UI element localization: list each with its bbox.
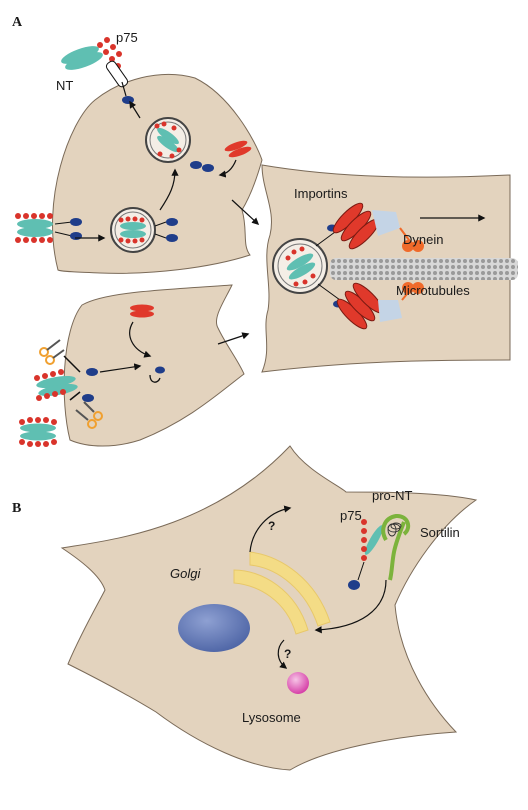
panel-label-b: B <box>12 501 21 516</box>
dynein-motor-top <box>372 210 424 252</box>
question-mark-bottom: ? <box>284 647 291 661</box>
label-pro-nt: pro-NT <box>372 488 413 503</box>
signaling-endosome-axon <box>272 224 343 308</box>
dynein-motor-bottom <box>378 282 424 322</box>
arrow-golgi-to-membrane <box>249 505 292 553</box>
nucleus <box>178 604 250 652</box>
label-sortilin: Sortilin <box>420 525 460 540</box>
label-golgi: Golgi <box>170 566 201 581</box>
cleaved-receptor-complex <box>34 355 98 402</box>
importin-cluster-top <box>332 202 380 250</box>
endosome-lower <box>110 207 178 253</box>
question-mark-top: ? <box>268 519 275 533</box>
arrow-upper-cell-to-axon <box>231 199 260 225</box>
golgi-apparatus <box>233 551 331 635</box>
scissors-icon <box>39 339 65 365</box>
released-neurotrophin <box>19 417 57 447</box>
arrow-endosome-to-surface <box>129 100 141 119</box>
arrow-lower-cell-to-axon <box>217 332 250 345</box>
panel-label-a: A <box>12 15 23 30</box>
label-microtubules: Microtubules <box>396 283 470 298</box>
arrow-cleavage-to-fragment <box>99 363 142 373</box>
endosome-upper <box>145 117 214 172</box>
label-lysosome: Lysosome <box>242 710 301 725</box>
importin-cluster-bottom <box>336 282 384 330</box>
label-dynein: Dynein <box>403 232 443 247</box>
cleaved-fragment-domain <box>155 366 165 374</box>
arrow-endosome-to-endosome <box>159 168 179 211</box>
arrow-importin-to-fragment <box>129 321 152 358</box>
label-nt: NT <box>56 78 73 93</box>
importin-pair-lower-cell <box>130 304 154 318</box>
cleaved-fragment <box>149 374 161 383</box>
surface-receptor-complex-top <box>61 37 134 104</box>
label-p75-top: p75 <box>116 30 138 45</box>
lower-cell-body <box>63 284 245 447</box>
arrow-golgi-to-lysosome <box>277 639 288 669</box>
upper-cell-body <box>52 73 263 274</box>
lysosome <box>287 672 309 694</box>
microtubule-bundle <box>330 258 518 280</box>
importin-pair-upper-cell <box>224 140 252 158</box>
panel-b-cell <box>60 445 478 771</box>
arrow-importin-to-endosome <box>218 159 237 178</box>
label-p75-b: p75 <box>340 508 362 523</box>
arrow-sortilin-to-golgi <box>314 579 387 634</box>
surface-receptor-complex-left <box>15 213 82 243</box>
label-importins: Importins <box>294 186 348 201</box>
scissors-icon-lower <box>75 401 103 429</box>
p75-sortilin-complex <box>348 514 411 590</box>
